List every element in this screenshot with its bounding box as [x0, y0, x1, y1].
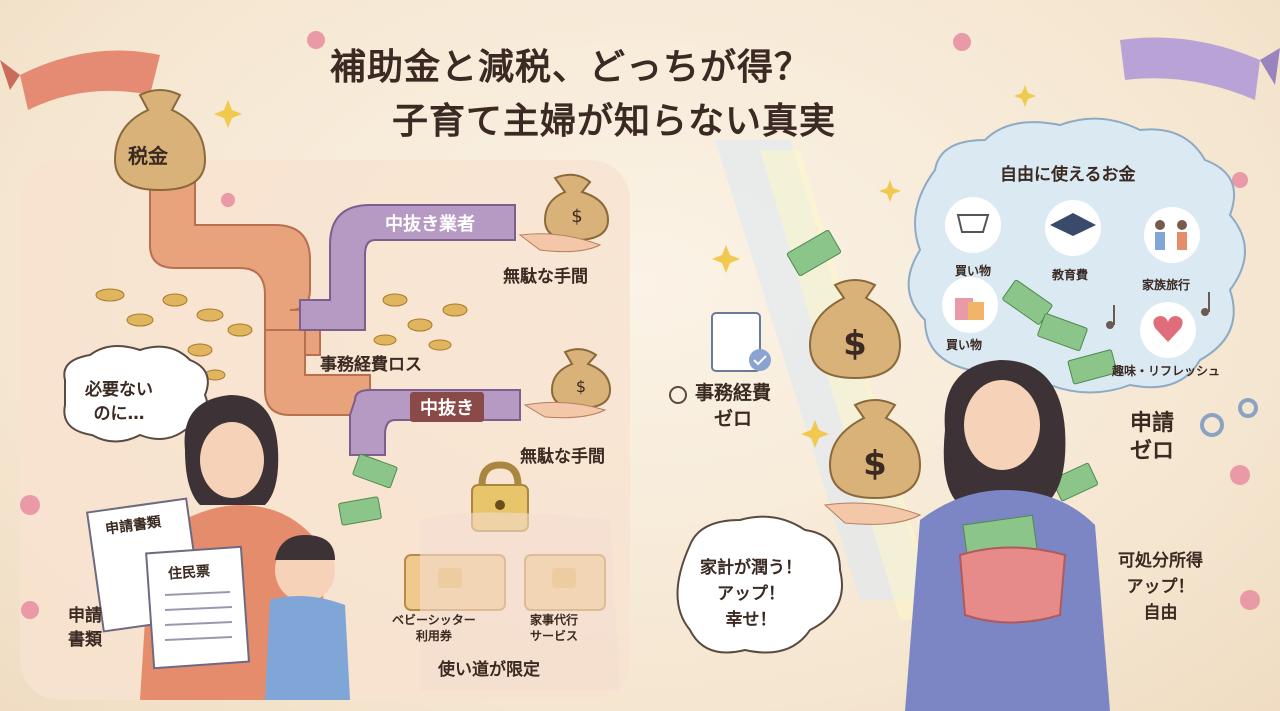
ribbon-right	[1120, 37, 1280, 100]
flower-decoration	[20, 31, 1260, 619]
voucher-area-bg	[420, 512, 620, 690]
tax-money-bag	[113, 89, 207, 192]
babysitter-voucher-label: ベビーシッター 利用券	[392, 613, 476, 643]
free-money-label: 自由に使えるお金	[1000, 165, 1136, 185]
shopping-cart-icon	[945, 197, 1001, 253]
gear-icon	[1200, 398, 1258, 437]
documents-caption: 申請 書類	[68, 606, 102, 650]
item-shopping2-label: 買い物	[946, 338, 983, 352]
document-check-icon	[711, 312, 771, 372]
money-bag-with-hand-2: $	[523, 348, 612, 419]
housework-service-label: 家事代行 サービス	[530, 613, 579, 643]
documents-stack	[86, 497, 250, 670]
family-icon	[1144, 207, 1200, 263]
title-line-2: 子育て主婦が知らない真実	[392, 101, 837, 142]
item-education-label: 教育費	[1052, 268, 1089, 282]
svg-text:$: $	[843, 324, 867, 364]
money-bag-large-1: $	[808, 279, 902, 380]
middleman-pipe-label: 中抜き業者	[385, 214, 475, 235]
shopping-bag-icon	[942, 277, 998, 333]
office-zero-label: 事務経費 ゼロ	[695, 382, 772, 430]
heart-icon	[1140, 302, 1196, 358]
waste-label-2: 無駄な手間	[520, 447, 605, 467]
speech-bubble-right	[676, 515, 843, 654]
money-bag-with-hand: $	[518, 173, 610, 253]
doc-label-residence: 住民票	[167, 563, 211, 583]
svg-text:$: $	[576, 377, 586, 396]
item-hobby-label: 趣味・リフレッシュ	[1112, 364, 1221, 378]
falling-coins	[95, 288, 468, 381]
wallet-with-cash	[958, 514, 1067, 624]
banknotes-right	[786, 229, 1118, 502]
child-figure	[265, 535, 350, 700]
limited-use-label: 使い道が限定	[438, 660, 540, 680]
music-note-icon	[1106, 292, 1210, 329]
speech-bubble-left	[63, 345, 209, 443]
title-line-1: 補助金と減税、どっちが得？	[330, 47, 812, 88]
waste-label-1: 無駄な手間	[503, 267, 588, 287]
bullet-icon	[669, 386, 687, 404]
speech-text-right: 家計が潤う！ アップ！ 幸せ！	[700, 558, 802, 630]
nakanuki-pipe-label: 中抜き	[410, 392, 484, 422]
graduation-cap-icon	[1045, 200, 1101, 256]
banknotes-left	[338, 453, 398, 526]
tax-bag-label: 税金	[128, 144, 168, 168]
svg-text:$: $	[571, 206, 582, 227]
tax-pipe	[149, 174, 371, 416]
item-shopping-label: 買い物	[955, 264, 992, 278]
svg-text:$: $	[863, 444, 887, 484]
apply-zero-label: 申請 ゼロ	[1130, 411, 1175, 464]
speech-text-left: 必要ない のに…	[85, 380, 153, 424]
disposable-income-label: 可処分所得 アップ！ 自由	[1118, 551, 1203, 623]
ribbon-left	[0, 50, 160, 110]
office-loss-label: 事務経費ロス	[320, 355, 422, 375]
item-travel-label: 家族旅行	[1142, 278, 1191, 292]
sparkles	[214, 85, 1036, 448]
money-bag-large-2: $	[823, 399, 922, 525]
